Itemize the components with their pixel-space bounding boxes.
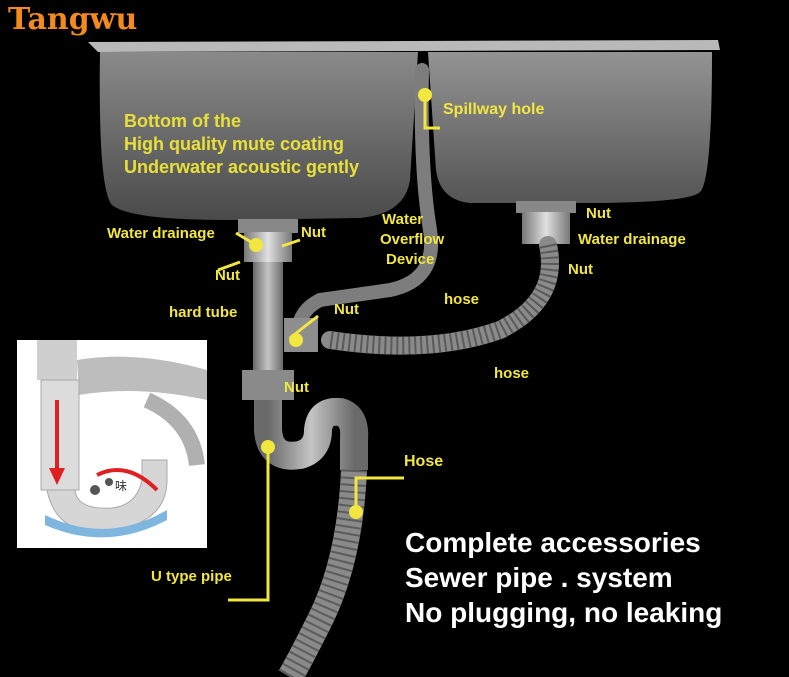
inset-particle xyxy=(90,485,100,495)
label-water-overflow-2: Overflow xyxy=(380,231,445,248)
label-nut-top-right: Nut xyxy=(586,205,611,222)
label-hose-upper: hose xyxy=(444,291,480,308)
label-nut-left-lower: Nut xyxy=(215,267,240,284)
trap-diagram: 味 xyxy=(37,340,207,538)
coating-line-3: Underwater acoustic gently xyxy=(124,157,360,177)
label-u-type-pipe: U type pipe xyxy=(151,568,232,585)
inset-curve-arrow xyxy=(96,468,159,492)
brand-logo: Tangwu xyxy=(8,2,138,37)
tee-joint xyxy=(284,318,318,352)
label-nut-bottom: Nut xyxy=(284,379,309,396)
promo-text: Complete accessories Sewer pipe . system… xyxy=(405,525,722,630)
label-water-overflow-3: Device xyxy=(386,251,435,268)
main-hose xyxy=(278,469,367,677)
coating-caption: Bottom of the High quality mute coating … xyxy=(124,110,359,179)
inset-down-arrow-head xyxy=(49,468,65,485)
sink-rim xyxy=(88,40,720,52)
hard-tube xyxy=(253,262,283,382)
promo-line-2: Sewer pipe . system xyxy=(405,562,673,593)
callout-lines xyxy=(217,95,440,602)
label-water-drainage-right: Water drainage xyxy=(578,231,686,248)
inset-particle xyxy=(105,478,113,486)
inset-hose-right xyxy=(143,392,205,467)
label-hard-tube: hard tube xyxy=(169,304,238,321)
label-nut-right-lower: Nut xyxy=(568,261,593,278)
left-basin xyxy=(99,52,418,220)
label-hose-right: hose xyxy=(494,365,530,382)
right-hose xyxy=(321,236,559,355)
trap-diagram-inset: 味 xyxy=(17,340,207,548)
label-nut-top-left: Nut xyxy=(301,224,326,241)
lower-nut xyxy=(242,370,294,400)
coating-line-1: Bottom of the xyxy=(124,111,241,131)
right-basin xyxy=(428,52,712,203)
u-pipe xyxy=(254,397,369,470)
inset-pipe-top xyxy=(37,340,77,380)
right-strainer-flange xyxy=(516,201,576,213)
coating-line-2: High quality mute coating xyxy=(124,134,345,154)
callout-dots xyxy=(249,88,432,519)
promo-line-1: Complete accessories xyxy=(405,527,701,558)
label-water-overflow-1: Water xyxy=(382,211,424,228)
inset-water xyxy=(45,510,167,538)
left-strainer-flange xyxy=(238,219,298,233)
inset-glyph: 味 xyxy=(115,479,127,493)
label-water-drainage-left: Water drainage xyxy=(107,225,215,242)
label-hose-main: Hose xyxy=(404,453,444,470)
label-nut-middle: Nut xyxy=(334,301,359,318)
inset-hose-top xyxy=(77,356,207,400)
label-spillway-hole: Spillway hole xyxy=(443,101,545,118)
promo-line-3: No plugging, no leaking xyxy=(405,597,723,628)
overflow-hose xyxy=(291,63,439,337)
